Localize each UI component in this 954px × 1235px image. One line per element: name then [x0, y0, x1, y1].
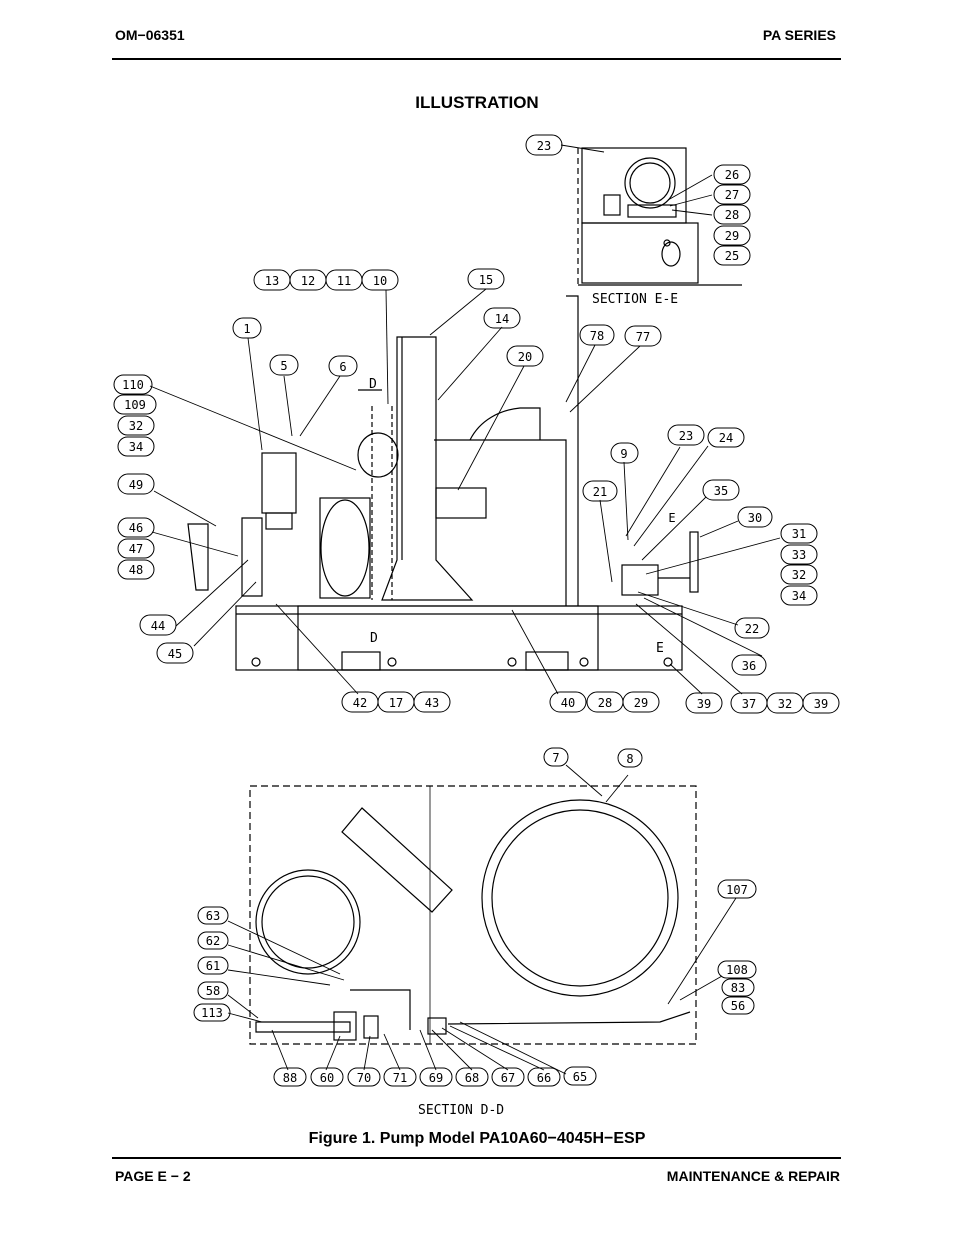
callout: 15	[479, 273, 493, 287]
footer-section: MAINTENANCE & REPAIR	[666, 1168, 840, 1184]
section-title: ILLUSTRATION	[415, 93, 539, 112]
callout: 29	[725, 229, 739, 243]
callout: 28	[725, 208, 739, 222]
callout: 23	[537, 139, 551, 153]
callout: 77	[636, 330, 650, 344]
callout: 107	[726, 883, 748, 897]
callout: 88	[283, 1071, 297, 1085]
callout: 14	[495, 312, 509, 326]
section-d-marker-top: D	[369, 377, 377, 392]
callout: 29	[634, 696, 648, 710]
doc-number: OM−06351	[115, 27, 185, 43]
callout: 9	[620, 447, 627, 461]
callout: 23	[679, 429, 693, 443]
callout: 36	[742, 659, 756, 673]
callout: 22	[745, 622, 759, 636]
callout: 30	[748, 511, 762, 525]
callout: 39	[814, 697, 828, 711]
callout: 20	[518, 350, 532, 364]
callout: 45	[168, 647, 182, 661]
callout: 67	[501, 1071, 515, 1085]
callout: 58	[206, 984, 220, 998]
callout: 31	[792, 527, 806, 541]
callout: 66	[537, 1071, 551, 1085]
callout: 43	[425, 696, 439, 710]
page-number: PAGE E − 2	[115, 1168, 191, 1184]
callout: 11	[337, 274, 351, 288]
callout: 49	[129, 478, 143, 492]
pump-side-view: D D E	[187, 295, 699, 671]
callout: 108	[726, 963, 748, 977]
callout: 71	[393, 1071, 407, 1085]
header-rule	[112, 58, 841, 60]
callout: 32	[778, 697, 792, 711]
callout: 8	[626, 752, 633, 766]
callout: 21	[593, 485, 607, 499]
callout: 13	[265, 274, 279, 288]
footer-rule	[112, 1157, 841, 1159]
callout: 70	[357, 1071, 371, 1085]
callout: 40	[561, 696, 575, 710]
callout: 69	[429, 1071, 443, 1085]
callout: 68	[465, 1071, 479, 1085]
callout: 78	[590, 329, 604, 343]
series-label: PA SERIES	[762, 27, 836, 43]
callout-numbers: 23 26 27 28 29 25 13 12 11 10 15 14 1 5 …	[122, 139, 828, 1085]
callout: 60	[320, 1071, 334, 1085]
callout: 35	[714, 484, 728, 498]
callout: 34	[792, 589, 806, 603]
callout: 46	[129, 521, 143, 535]
callout-bubbles	[113, 134, 840, 1087]
section-d-marker-bottom: D	[370, 631, 378, 646]
callout: 24	[719, 431, 733, 445]
callout: 42	[353, 696, 367, 710]
callout: 37	[742, 697, 756, 711]
callout: 63	[206, 909, 220, 923]
callout: 7	[552, 751, 559, 765]
callout: 5	[280, 359, 287, 373]
callout: 17	[389, 696, 403, 710]
callout: 65	[573, 1070, 587, 1084]
callout: 62	[206, 934, 220, 948]
callout: 61	[206, 959, 220, 973]
callout: 28	[598, 696, 612, 710]
section-e-marker: E	[656, 641, 664, 656]
section-e-e-view: SECTION E-E	[577, 147, 742, 307]
callout: 33	[792, 548, 806, 562]
section-d-d-view: SECTION D-D	[249, 785, 697, 1118]
callout: 83	[731, 981, 745, 995]
callout: 113	[201, 1006, 223, 1020]
callout: 26	[725, 168, 739, 182]
callout: 1	[243, 322, 250, 336]
section-d-d-label: SECTION D-D	[418, 1103, 504, 1118]
callout: 44	[151, 619, 165, 633]
callout: 32	[129, 419, 143, 433]
section-e-e-label: SECTION E-E	[592, 292, 678, 307]
callout: 110	[122, 378, 144, 392]
callout: 27	[725, 188, 739, 202]
figure-caption: Figure 1. Pump Model PA10A60−4045H−ESP	[308, 1130, 646, 1147]
callout: 34	[129, 440, 143, 454]
callout: 12	[301, 274, 315, 288]
callout: 109	[124, 398, 146, 412]
callout-leaders	[149, 144, 781, 1075]
callout: 25	[725, 249, 739, 263]
callout: 48	[129, 563, 143, 577]
callout: 56	[731, 999, 745, 1013]
callout: 32	[792, 568, 806, 582]
callout: 39	[697, 697, 711, 711]
callout: E	[668, 511, 675, 525]
callout: 10	[373, 274, 387, 288]
callout: 6	[339, 360, 346, 374]
callout: 47	[129, 542, 143, 556]
